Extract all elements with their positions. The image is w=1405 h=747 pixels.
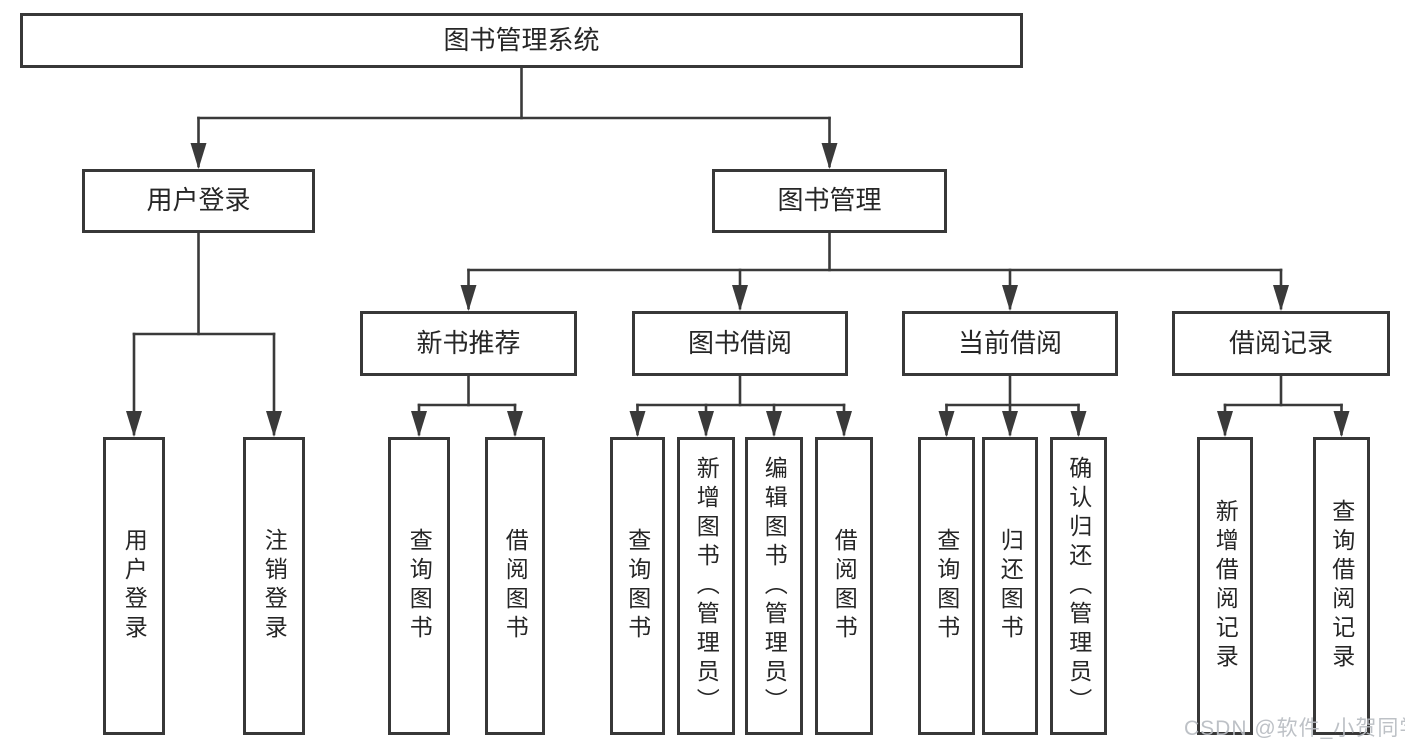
- csdn-watermark: CSDN @软件_小贺同学: [1184, 717, 1405, 740]
- arrowhead-down-icon: [190, 143, 207, 169]
- arrowhead-down-icon: [460, 285, 477, 311]
- diagram-node-leaf-query-record: 查询借阅记录: [1313, 437, 1370, 735]
- arrowhead-down-icon: [411, 411, 427, 437]
- diagram-node-book-borrow: 图书借阅: [632, 311, 848, 376]
- arrowhead-down-icon: [821, 143, 838, 169]
- arrowhead-down-icon: [836, 411, 852, 437]
- arrowhead-down-icon: [698, 411, 714, 437]
- diagram-node-leaf-user-login: 用户登录: [103, 437, 165, 735]
- diagram-node-borrow-records: 借阅记录: [1172, 311, 1390, 376]
- arrowhead-down-icon: [1333, 411, 1350, 437]
- arrowhead-down-icon: [766, 411, 782, 437]
- diagram-node-new-books: 新书推荐: [360, 311, 577, 376]
- arrowhead-down-icon: [126, 411, 142, 437]
- diagram-node-user-login: 用户登录: [82, 169, 315, 233]
- diagram-node-leaf-confirm-return: 确认归还（管理员）: [1050, 437, 1107, 735]
- diagram-node-leaf-query-books-3: 查询图书: [918, 437, 975, 735]
- arrowhead-down-icon: [1070, 411, 1087, 437]
- diagram-node-leaf-logout: 注销登录: [243, 437, 305, 735]
- diagram-node-leaf-query-books-1: 查询图书: [388, 437, 450, 735]
- diagram-node-leaf-return-book: 归还图书: [982, 437, 1038, 735]
- diagram-node-leaf-query-books-2: 查询图书: [610, 437, 665, 735]
- arrowhead-down-icon: [1217, 411, 1233, 437]
- diagram-node-leaf-borrow-books-2: 借阅图书: [815, 437, 873, 735]
- arrowhead-down-icon: [732, 285, 748, 311]
- arrowhead-down-icon: [629, 411, 646, 437]
- diagram-node-leaf-edit-book: 编辑图书（管理员）: [745, 437, 803, 735]
- diagram-node-leaf-add-book: 新增图书（管理员）: [677, 437, 735, 735]
- arrowhead-down-icon: [1273, 285, 1289, 311]
- arrowhead-down-icon: [1002, 411, 1018, 437]
- diagram-node-book-mgmt: 图书管理: [712, 169, 947, 233]
- diagram-node-root: 图书管理系统: [20, 13, 1023, 68]
- diagram-node-current-borrow: 当前借阅: [902, 311, 1118, 376]
- diagram-node-leaf-add-record: 新增借阅记录: [1197, 437, 1253, 735]
- arrowhead-down-icon: [266, 411, 282, 437]
- arrowhead-down-icon: [938, 411, 955, 437]
- arrowhead-down-icon: [507, 411, 523, 437]
- diagram-node-leaf-borrow-books-1: 借阅图书: [485, 437, 545, 735]
- arrowhead-down-icon: [1002, 285, 1018, 311]
